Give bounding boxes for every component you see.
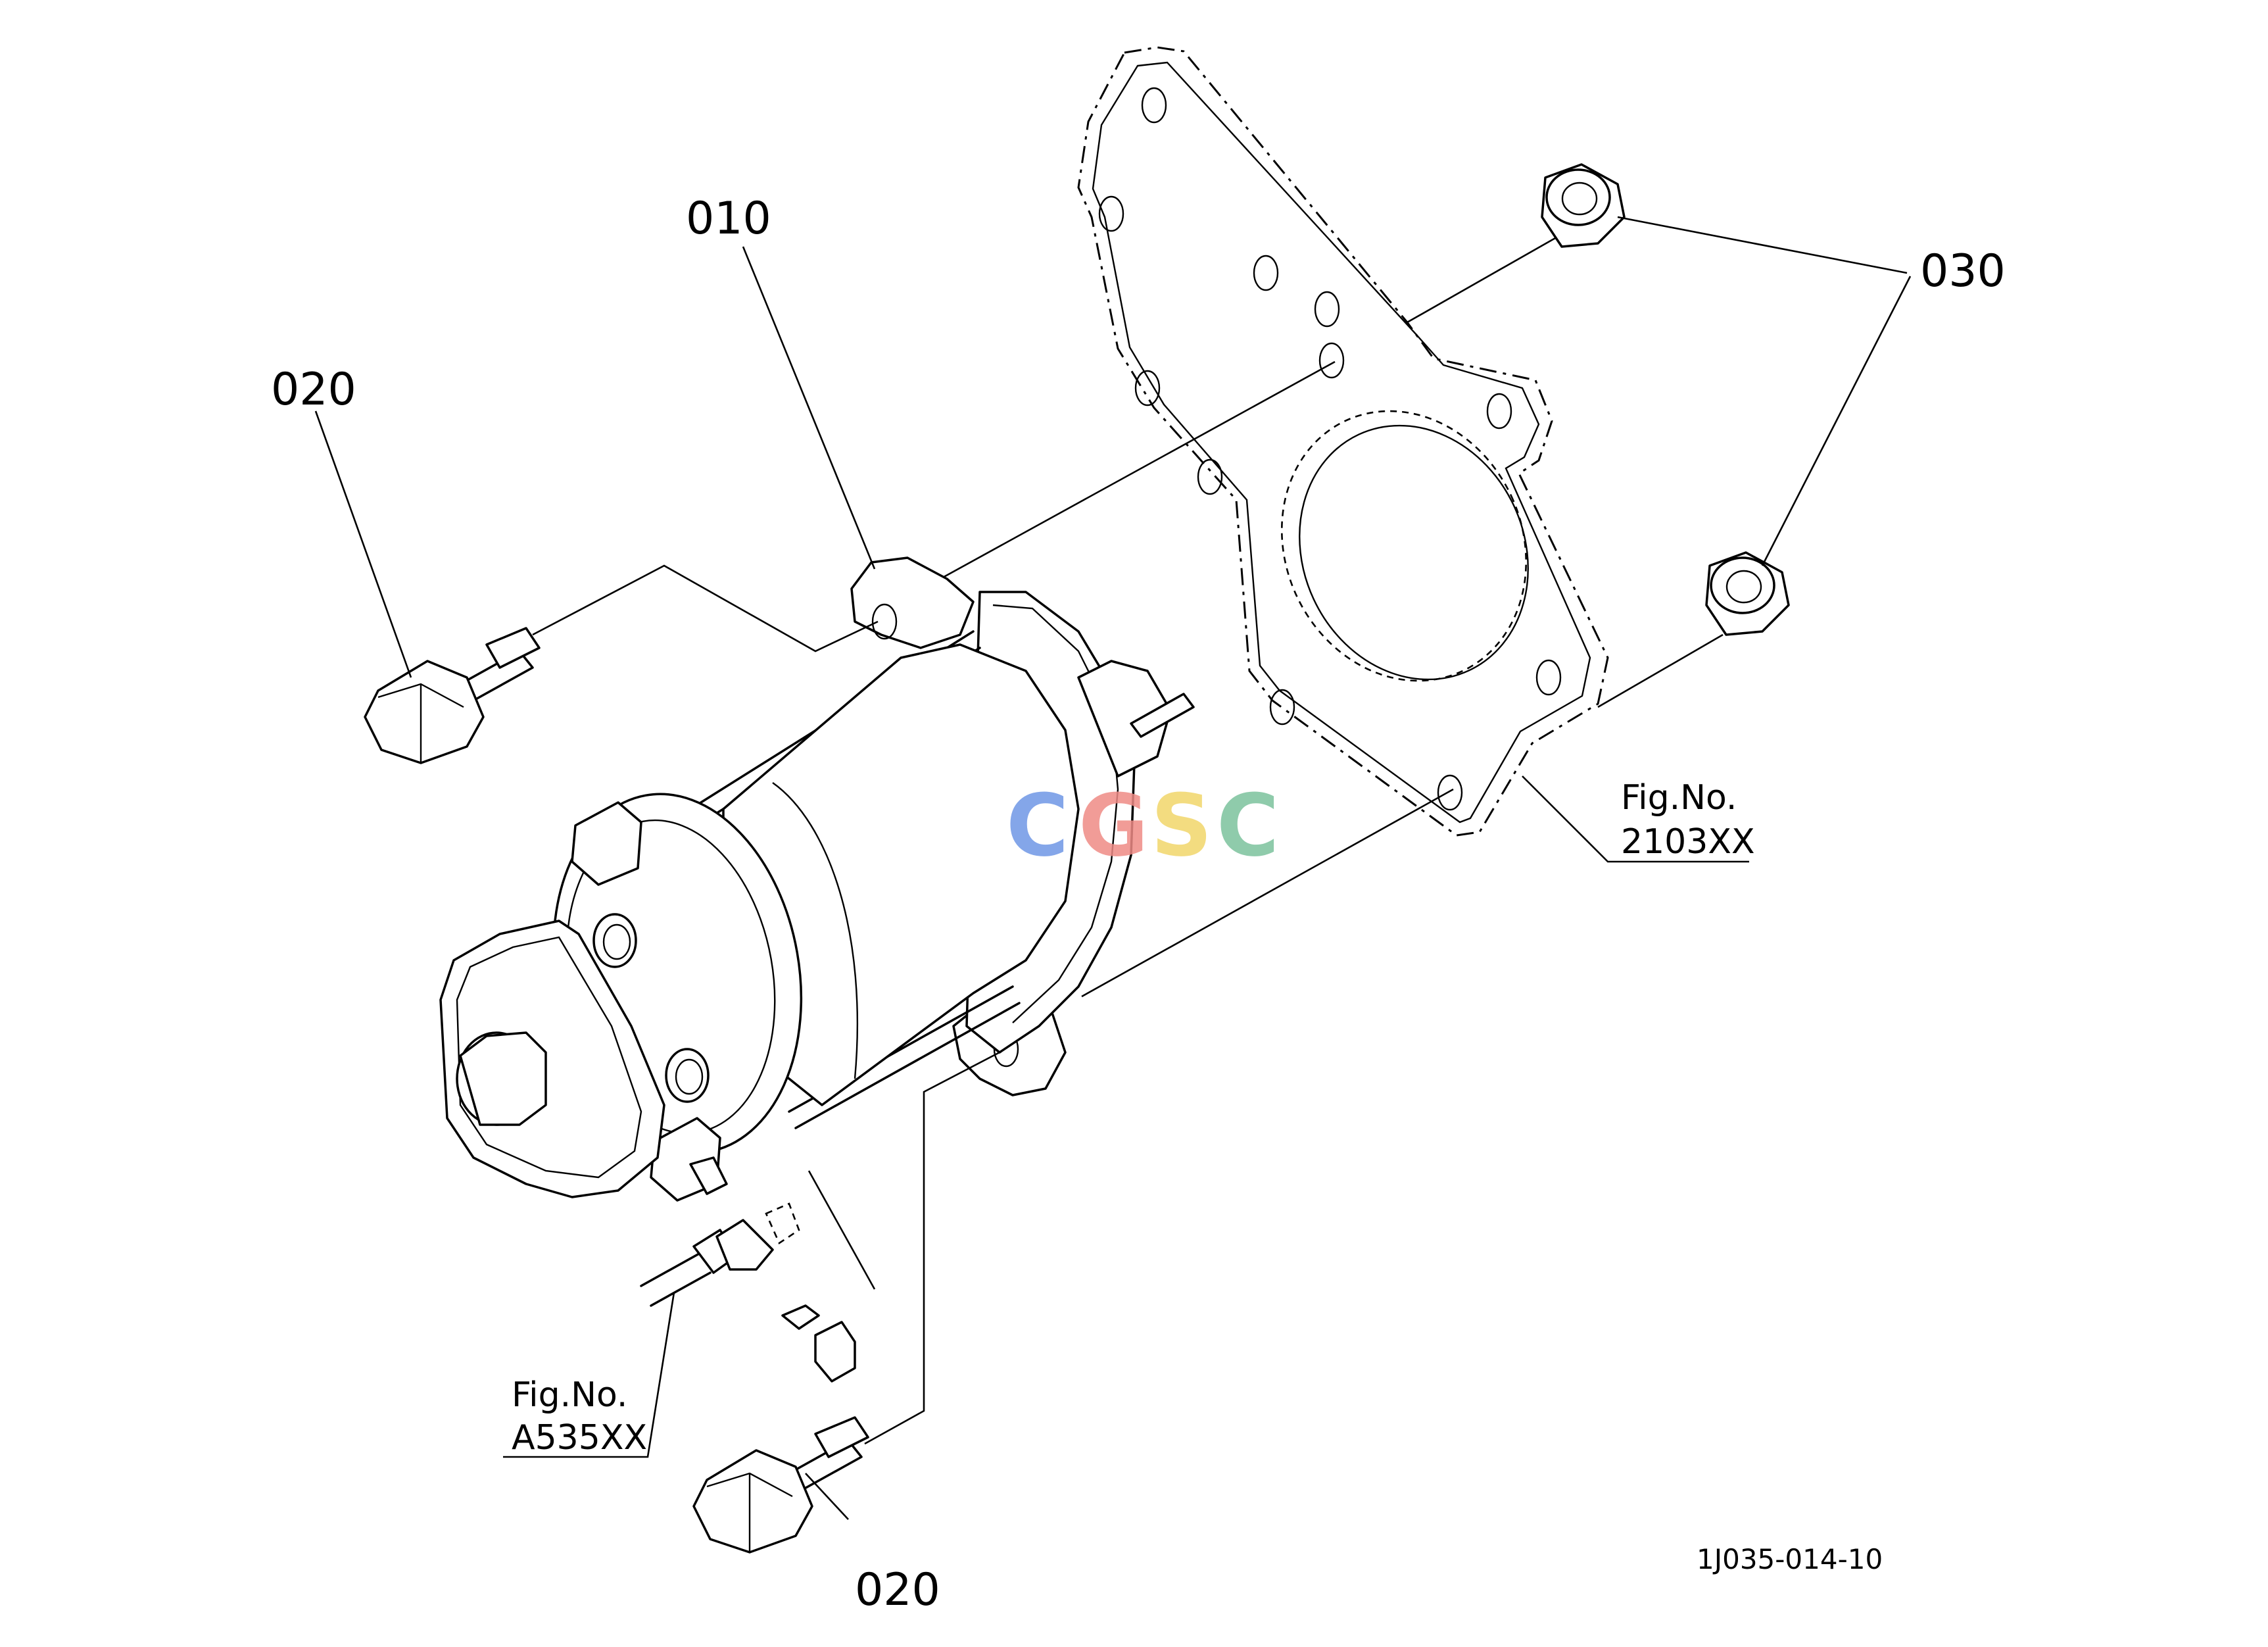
alignment-lines	[808, 226, 1724, 1290]
callout-starter-010[interactable]: 010	[686, 193, 771, 245]
collar-bottom	[1705, 551, 1790, 636]
watermark-letter: C	[1217, 775, 1279, 875]
starter-motor	[439, 556, 1195, 1202]
watermark-letter: G	[1078, 775, 1149, 875]
ref-cable-line2[interactable]: A535XX	[512, 1418, 647, 1458]
callout-bolt-020-top[interactable]: 020	[271, 364, 356, 416]
callout-bolt-020-bottom[interactable]: 020	[855, 1564, 940, 1616]
watermark-letter: S	[1151, 775, 1213, 875]
collar-top	[1541, 163, 1626, 248]
bolt-bottom	[692, 1416, 869, 1554]
leader-lines	[314, 216, 1912, 1520]
drawing-code: 1J035-014-10	[1697, 1543, 1883, 1575]
ref-flange-line2[interactable]: 2103XX	[1621, 822, 1755, 862]
watermark-letter: C	[1006, 775, 1069, 875]
flange-plate	[1077, 46, 1609, 837]
ref-cable-line1[interactable]: Fig.No.	[512, 1375, 627, 1415]
battery-cable	[640, 1202, 856, 1383]
ref-flange-line1[interactable]: Fig.No.	[1621, 778, 1737, 818]
watermark: C G S C	[1006, 775, 1279, 875]
flange-holes	[1098, 87, 1562, 811]
callout-collar-030[interactable]: 030	[1920, 245, 2006, 297]
bolt-top	[364, 627, 541, 764]
